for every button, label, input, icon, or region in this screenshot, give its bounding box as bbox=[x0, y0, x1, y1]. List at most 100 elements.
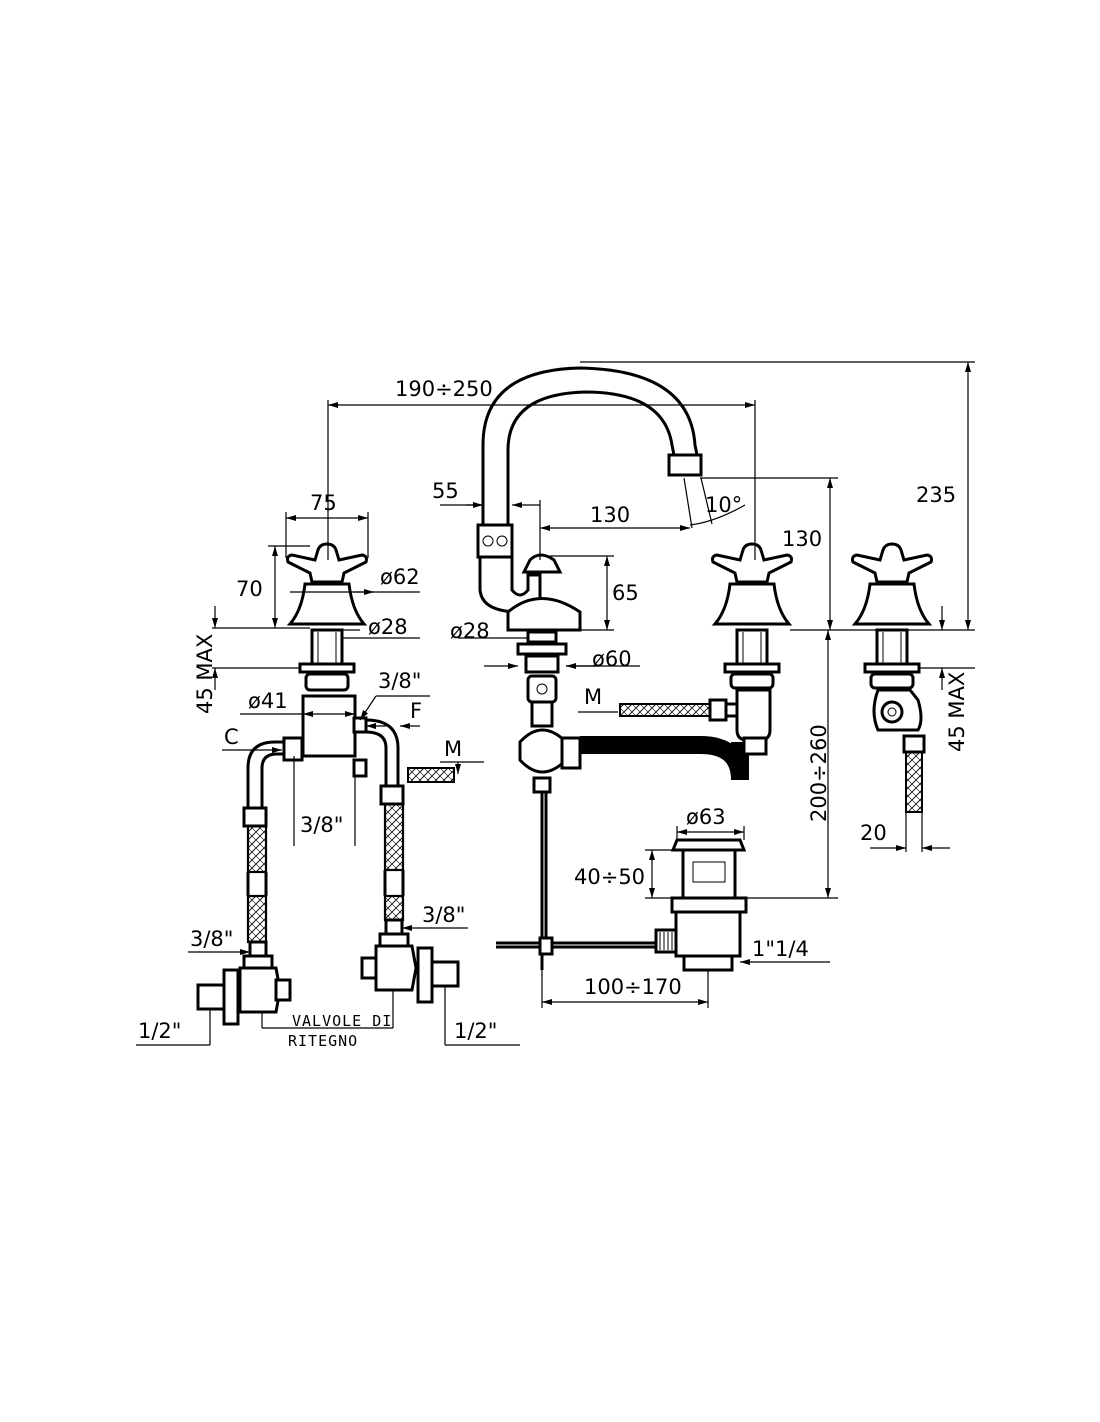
left-valve-cap bbox=[274, 978, 292, 1002]
left-hose-coupling-top bbox=[242, 806, 268, 828]
far-right-cross-handle bbox=[851, 542, 933, 584]
label-valve-left-top: 3/8" bbox=[190, 927, 233, 951]
label-connector-m-center: M bbox=[584, 685, 602, 709]
right-valve-cap bbox=[360, 956, 378, 980]
left-check-valve-body bbox=[238, 966, 282, 1014]
left-valve-nut bbox=[298, 662, 356, 674]
left-valve-washer bbox=[304, 672, 350, 692]
right-valve-bell bbox=[711, 582, 793, 626]
pop-up-knob bbox=[521, 553, 563, 574]
label-max-thickness-left: 45 MAX bbox=[193, 634, 217, 714]
left-nut-upper bbox=[352, 716, 368, 734]
label-base-diameter-center: ø28 bbox=[450, 619, 490, 643]
dimension-labels: 190÷250 235 75 70 ø62 ø28 45 MAX ø41 3/8… bbox=[138, 377, 969, 1050]
label-lever-height: 65 bbox=[612, 581, 639, 605]
waste-cap bbox=[670, 838, 747, 852]
waste-tail bbox=[682, 954, 734, 972]
label-connector-f: F bbox=[410, 699, 422, 723]
left-valve-inlet bbox=[196, 983, 226, 1011]
label-valve-caption-1: VALVOLE DI bbox=[292, 1012, 392, 1030]
far-right-valve-assembly bbox=[851, 542, 933, 813]
far-right-nut bbox=[902, 734, 926, 754]
label-base-diameter-left: ø28 bbox=[368, 615, 408, 639]
label-valve-caption-2: RITEGNO bbox=[288, 1032, 358, 1050]
label-waste-diameter: ø63 bbox=[686, 805, 726, 829]
waste-plug bbox=[681, 848, 737, 900]
label-hose-offset: 20 bbox=[860, 821, 887, 845]
left-braided-hose-upper bbox=[246, 824, 268, 874]
left-valve-stem bbox=[310, 628, 344, 670]
right-valve-washer bbox=[729, 672, 775, 690]
label-connector-bottom: 3/8" bbox=[300, 813, 343, 837]
dimension-lines bbox=[136, 361, 975, 1046]
label-total-height: 235 bbox=[916, 483, 956, 507]
spout-nut bbox=[524, 654, 560, 674]
label-handle-diameter: ø62 bbox=[380, 565, 420, 589]
label-waste-range: 40÷50 bbox=[574, 865, 645, 889]
label-body-diameter: ø41 bbox=[248, 689, 288, 713]
left-m-hose bbox=[407, 767, 455, 783]
spout-riser bbox=[530, 700, 554, 728]
spout-coupling bbox=[526, 674, 558, 704]
waste-rod-nut bbox=[654, 928, 678, 954]
label-spout-angle: 10° bbox=[705, 493, 742, 517]
left-valve-assembly bbox=[196, 542, 460, 1026]
right-check-valve-body bbox=[374, 944, 418, 992]
label-spout-reach: 190÷250 bbox=[395, 377, 493, 401]
label-flange-diameter: ø60 bbox=[592, 647, 632, 671]
label-spout-projection: 130 bbox=[590, 503, 630, 527]
left-mixer-body bbox=[301, 694, 357, 758]
left-c-coupling bbox=[282, 736, 304, 762]
label-max-thickness-right: 45 MAX bbox=[945, 672, 969, 752]
far-right-valve-nut bbox=[863, 662, 921, 674]
far-right-hose bbox=[905, 751, 923, 813]
right-hose-coupling-top bbox=[379, 784, 405, 806]
far-right-valve-washer bbox=[869, 672, 915, 690]
left-braided-hose-lower bbox=[246, 894, 268, 944]
label-valve-right-bottom: 1/2" bbox=[454, 1019, 497, 1043]
label-connector-m-left: M bbox=[444, 737, 462, 761]
spout-flange bbox=[516, 642, 568, 656]
pop-up-waste bbox=[654, 838, 748, 972]
center-braided-hose bbox=[580, 738, 747, 781]
right-cross-handle bbox=[711, 542, 793, 584]
label-handle-height: 70 bbox=[236, 577, 263, 601]
label-rod-range: 100÷170 bbox=[584, 975, 682, 999]
right-valve-elbow bbox=[735, 688, 772, 742]
left-cross-handle bbox=[286, 542, 368, 584]
far-right-valve-bell bbox=[851, 582, 933, 626]
left-valve-collar bbox=[242, 954, 274, 970]
spout-base bbox=[506, 597, 582, 632]
gooseneck-spout bbox=[481, 366, 699, 527]
tee-bottom-nut bbox=[532, 776, 552, 794]
far-right-valve-stem bbox=[875, 628, 909, 670]
far-right-outlet bbox=[880, 700, 904, 724]
waste-flange bbox=[670, 896, 748, 914]
label-waste-thread: 1"1/4 bbox=[752, 937, 809, 961]
right-valve-collar bbox=[378, 932, 410, 948]
right-valve-flange bbox=[416, 946, 434, 1004]
label-deck-range: 200÷260 bbox=[807, 724, 831, 822]
right-valve-nut bbox=[384, 918, 404, 936]
right-valve-stem bbox=[735, 628, 769, 670]
waste-body bbox=[674, 910, 742, 958]
spout-stem-top bbox=[526, 630, 558, 644]
tee-side-coupling bbox=[560, 736, 582, 770]
right-braided-hose-lower bbox=[383, 894, 405, 922]
label-valve-left-bottom: 1/2" bbox=[138, 1019, 181, 1043]
left-valve-bell bbox=[286, 582, 368, 626]
left-valve-nut bbox=[248, 940, 268, 958]
spout-aerator bbox=[667, 453, 703, 477]
right-valve-nut bbox=[723, 662, 781, 674]
label-connector-top: 3/8" bbox=[378, 669, 421, 693]
right-lower-nut bbox=[742, 736, 768, 756]
right-valve-assembly bbox=[619, 542, 793, 756]
label-valve-right-top: 3/8" bbox=[422, 903, 465, 927]
right-valve-inlet bbox=[430, 960, 460, 988]
rod-clamp bbox=[538, 936, 554, 956]
label-connector-c: C bbox=[224, 725, 239, 749]
label-handle-span: 75 bbox=[310, 491, 337, 515]
left-nut-lower bbox=[352, 758, 368, 778]
spout-collar bbox=[476, 523, 514, 559]
